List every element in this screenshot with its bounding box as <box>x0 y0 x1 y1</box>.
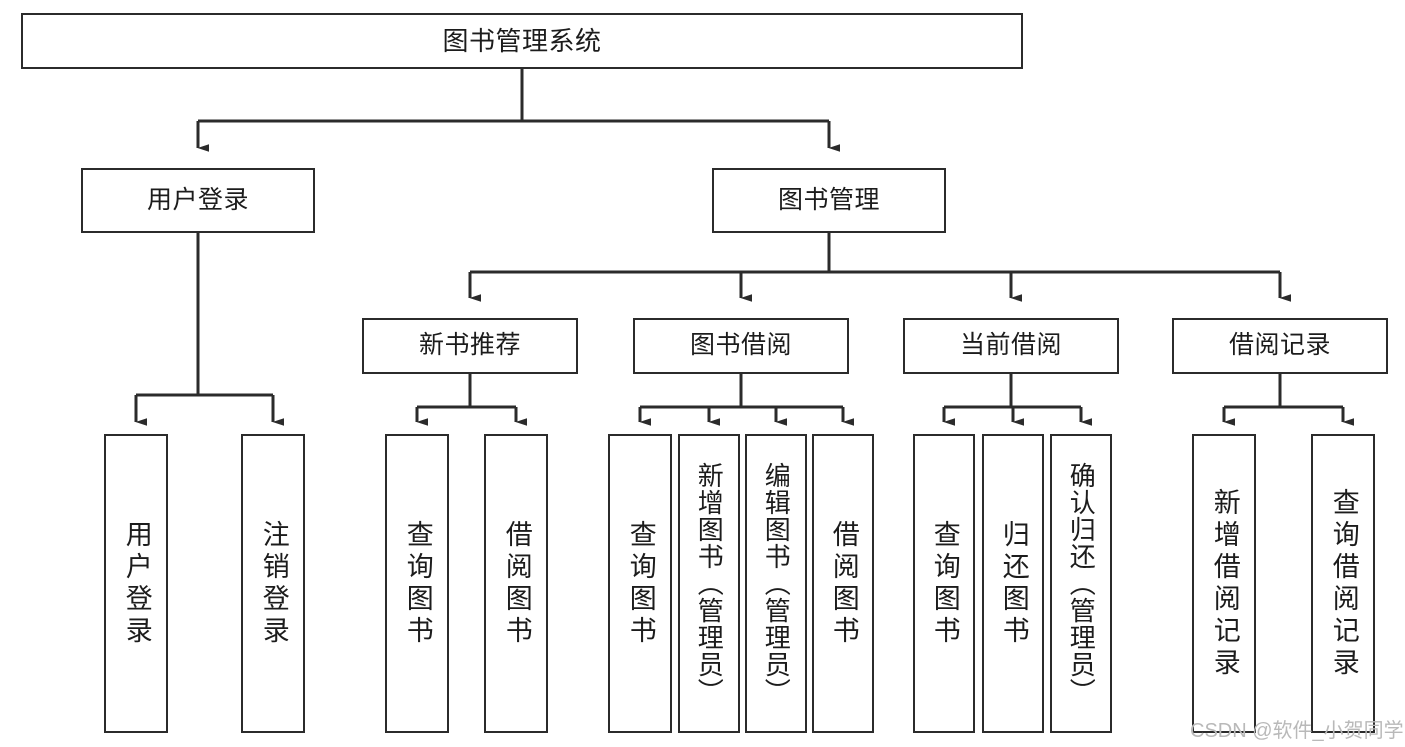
node-book-management-label: 图书管理 <box>777 185 880 214</box>
node-current-borrow-label: 当前借阅 <box>959 331 1062 360</box>
node-leaf-query-borrow-record[interactable]: 查询借阅记录 <box>1311 434 1375 733</box>
node-leaf-query-book-current-label: 查询图书 <box>929 519 960 648</box>
node-leaf-edit-book-admin[interactable]: 编辑图书（管理员） <box>745 434 807 733</box>
node-root-system[interactable]: 图书管理系统 <box>21 13 1023 69</box>
node-new-book-recommend[interactable]: 新书推荐 <box>362 318 578 374</box>
node-leaf-add-borrow-record[interactable]: 新增借阅记录 <box>1192 434 1256 733</box>
node-user-login[interactable]: 用户登录 <box>81 168 315 233</box>
node-book-borrow-label: 图书借阅 <box>689 331 792 360</box>
node-leaf-confirm-return-admin[interactable]: 确认归还（管理员） <box>1050 434 1112 733</box>
node-user-login-label: 用户登录 <box>146 185 249 214</box>
node-leaf-borrow-book-recommend-label: 借阅图书 <box>501 519 532 648</box>
node-leaf-query-book-recommend[interactable]: 查询图书 <box>385 434 449 733</box>
node-leaf-add-book-admin-label: 新增图书（管理员） <box>694 462 725 705</box>
node-book-management[interactable]: 图书管理 <box>712 168 946 233</box>
watermark-text: CSDN @软件_小贺同学 <box>1190 720 1404 742</box>
node-borrow-record[interactable]: 借阅记录 <box>1172 318 1388 374</box>
node-leaf-user-login-label: 用户登录 <box>121 519 152 648</box>
node-leaf-return-book-label: 归还图书 <box>998 519 1029 648</box>
node-leaf-add-book-admin[interactable]: 新增图书（管理员） <box>678 434 740 733</box>
node-leaf-add-borrow-record-label: 新增借阅记录 <box>1209 487 1240 680</box>
node-leaf-confirm-return-admin-label: 确认归还（管理员） <box>1066 462 1097 705</box>
node-leaf-query-borrow-record-label: 查询借阅记录 <box>1328 487 1359 680</box>
node-current-borrow[interactable]: 当前借阅 <box>903 318 1119 374</box>
node-leaf-query-book-borrow[interactable]: 查询图书 <box>608 434 672 733</box>
node-leaf-query-book-borrow-label: 查询图书 <box>625 519 656 648</box>
node-leaf-query-book-current[interactable]: 查询图书 <box>913 434 975 733</box>
node-leaf-query-book-recommend-label: 查询图书 <box>402 519 433 648</box>
node-new-book-recommend-label: 新书推荐 <box>418 331 521 360</box>
node-book-borrow[interactable]: 图书借阅 <box>633 318 849 374</box>
node-leaf-borrow-book-label: 借阅图书 <box>828 519 859 648</box>
node-leaf-edit-book-admin-label: 编辑图书（管理员） <box>761 462 792 705</box>
node-leaf-logout-label: 注销登录 <box>258 519 289 648</box>
node-leaf-borrow-book[interactable]: 借阅图书 <box>812 434 874 733</box>
node-leaf-return-book[interactable]: 归还图书 <box>982 434 1044 733</box>
node-leaf-logout[interactable]: 注销登录 <box>241 434 305 733</box>
node-root-system-label: 图书管理系统 <box>442 25 602 56</box>
node-leaf-borrow-book-recommend[interactable]: 借阅图书 <box>484 434 548 733</box>
node-leaf-user-login[interactable]: 用户登录 <box>104 434 168 733</box>
node-borrow-record-label: 借阅记录 <box>1228 331 1331 360</box>
